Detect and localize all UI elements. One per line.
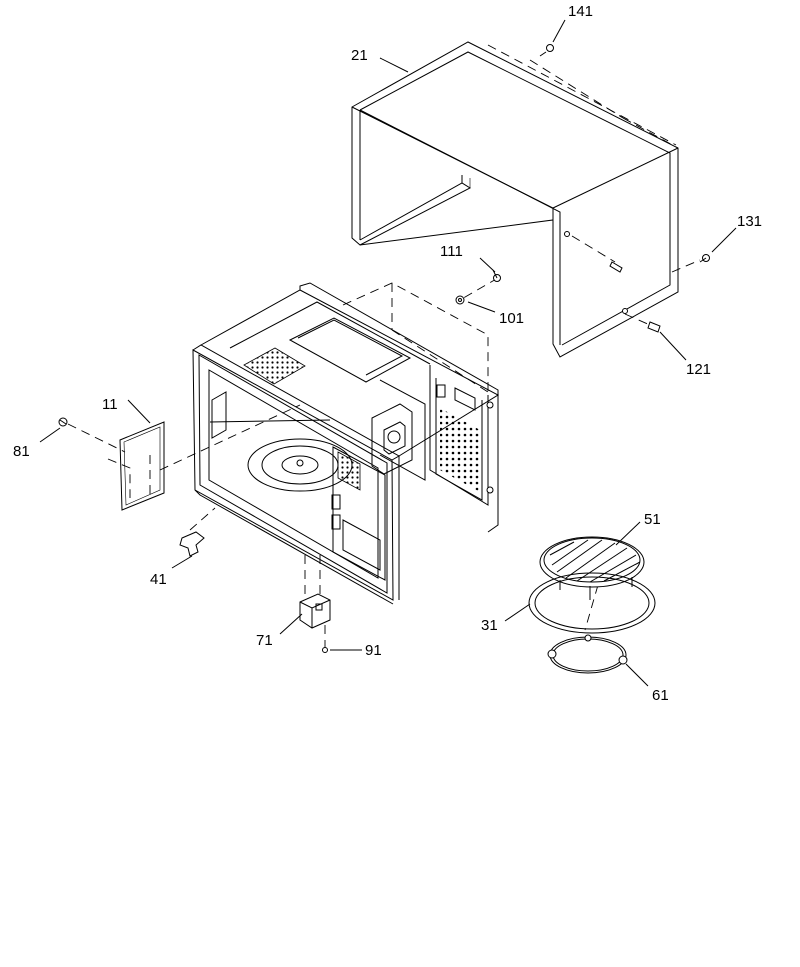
waveguide-cover	[107, 421, 165, 511]
callout-121: 121	[686, 361, 711, 378]
roller-ring	[547, 634, 628, 674]
callout-131: 131	[737, 213, 762, 230]
chassis-outline-dashed	[342, 282, 489, 393]
callout-labels: 141 21 131 111 101 121 11 81 51 41 31 71…	[13, 3, 762, 704]
latch-71	[299, 593, 331, 629]
callout-11: 11	[102, 396, 118, 413]
callout-91: 91	[365, 642, 382, 659]
screw-cabinet	[609, 261, 623, 273]
callout-111: 111	[440, 243, 463, 260]
outer-cabinet	[351, 41, 679, 358]
grill-rack	[539, 536, 645, 600]
oven-chassis	[192, 282, 500, 605]
callout-71: 71	[256, 632, 273, 649]
leader-lines	[39, 19, 737, 687]
screw-121	[647, 321, 661, 333]
callout-41: 41	[150, 571, 167, 588]
glass-tray	[528, 572, 656, 634]
foot-41	[179, 531, 205, 557]
callout-61: 61	[652, 687, 669, 704]
callout-81: 81	[13, 443, 30, 460]
assembly-lines	[67, 235, 701, 648]
callout-31: 31	[481, 617, 498, 634]
callout-101: 101	[499, 310, 524, 327]
callout-51: 51	[644, 511, 661, 528]
nut-101	[455, 295, 465, 305]
screw-91	[322, 647, 328, 653]
callout-141: 141	[568, 3, 593, 20]
screw-141	[539, 44, 554, 57]
screw-131	[699, 254, 710, 263]
callout-21: 21	[351, 47, 368, 64]
screw-81	[58, 417, 68, 427]
